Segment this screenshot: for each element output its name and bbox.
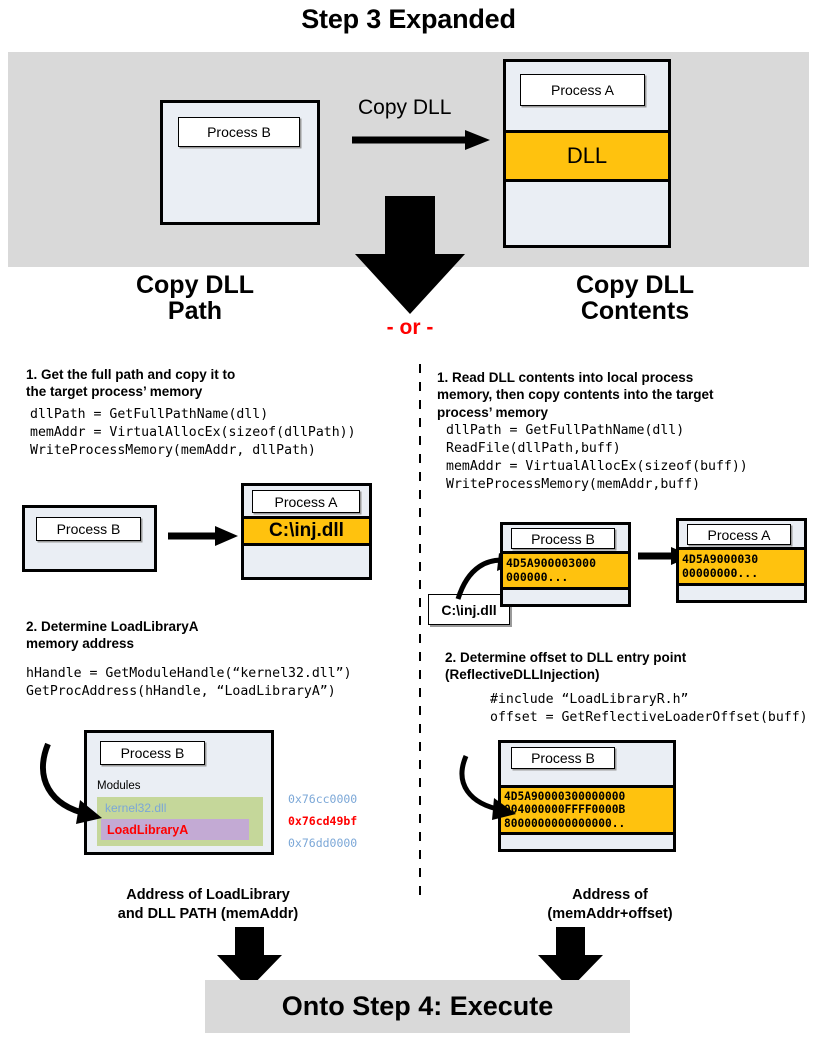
left-step1-code: dllPath = GetFullPathName(dll) memAddr =… (30, 407, 356, 458)
right-column-heading: Copy DLL Contents (470, 272, 800, 325)
right-step2-curved-arrow-icon (459, 755, 516, 820)
left-step1-dll-path-slice: C:\inj.dll (244, 516, 369, 543)
right-step2-hex-slice: 4D5A90000300000000 004000000FFFF0000B 80… (501, 785, 673, 832)
overview-process-b-box: Process B (160, 100, 320, 225)
left-step1-process-b-box: Process B (22, 505, 157, 572)
right-step2-title-line2: (ReflectiveDLLInjection) (445, 667, 600, 683)
right-step1-target-empty-slice (679, 583, 804, 600)
right-step1-title: 1. Read DLL contents into local process … (437, 369, 809, 421)
right-step2-hex: 4D5A90000300000000 004000000FFFF0000B 80… (504, 790, 626, 830)
overview-process-b-label: Process B (178, 117, 300, 147)
right-step1-title-line1: 1. Read DLL contents into local process (437, 370, 694, 385)
left-step2-title-line2: memory address (26, 636, 135, 652)
right-step1-process-a-label: Process A (687, 524, 791, 545)
left-step2-process-b-box: Process B Modules kernel32.dll LoadLibra… (84, 730, 274, 855)
right-step2-code: #include “LoadLibraryR.h” offset = GetRe… (490, 692, 808, 725)
left-step1-title: 1. Get the full path and copy it to the … (26, 366, 396, 401)
left-step1-process-a-label: Process A (252, 490, 360, 513)
right-outcome-down-arrow-icon (538, 927, 603, 989)
module-address-kernel32: 0x76cc0000 (288, 792, 358, 806)
dll-path-callout: C:\inj.dll (428, 594, 510, 625)
right-outcome-line1: Address of (572, 887, 648, 903)
right-step2-process-b-box: Process B 4D5A90000300000000 004000000FF… (498, 740, 676, 852)
branch-down-arrow-icon (355, 196, 465, 314)
left-outcome-line2: and DLL PATH (memAddr) (117, 905, 299, 922)
left-step1-process-a-box: Process A C:\inj.dll (241, 483, 372, 580)
left-step1-empty-slice (244, 543, 369, 574)
left-step2-title: 2. Determine LoadLibraryA memory address (26, 618, 396, 653)
right-step1-title-line3: process’ memory (437, 404, 549, 420)
right-step1-process-a-box: Process A 4D5A9000030 00000000... (676, 518, 807, 603)
right-step1-title-line2: memory, then copy contents into the targ… (437, 387, 714, 403)
right-step1-target-hex-slice: 4D5A9000030 00000000... (679, 547, 804, 583)
left-outcome-caption: Address of LoadLibrary and DLL PATH (mem… (38, 886, 378, 924)
column-divider (419, 364, 421, 900)
right-step1-source-hex: 4D5A900003000 000000... (506, 555, 597, 584)
right-heading-line2: Contents (580, 297, 690, 326)
right-step2-process-b-label: Process B (511, 747, 615, 769)
modules-header: Modules (97, 780, 141, 792)
page-title: Step 3 Expanded (301, 4, 516, 34)
right-step1-source-empty-slice (503, 587, 628, 604)
module-row-kernel32: kernel32.dll (105, 801, 167, 815)
right-step2-title-line1: 2. Determine offset to DLL entry point (445, 650, 687, 665)
right-step1-source-hex-slice: 4D5A900003000 000000... (503, 551, 628, 587)
left-step1-title-line1: 1. Get the full path and copy it to (26, 367, 236, 382)
copy-dll-arrow-icon (352, 130, 490, 150)
left-step1-title-line2: the target process’ memory (26, 384, 203, 400)
right-step1-target-hex: 4D5A9000030 00000000... (682, 551, 759, 580)
left-step2-code: hHandle = GetModuleHandle(“kernel32.dll”… (26, 666, 352, 699)
left-step1-process-b-label: Process B (36, 517, 141, 541)
left-step2-title-line1: 2. Determine LoadLibraryA (26, 619, 199, 634)
right-outcome-caption: Address of (memAddr+offset) (460, 886, 760, 924)
right-heading-line1: Copy DLL (575, 271, 695, 299)
left-step1-arrow-icon (168, 526, 238, 546)
right-step1-code: dllPath = GetFullPathName(dll) ReadFile(… (446, 423, 748, 492)
left-heading-line1: Copy DLL (135, 271, 255, 299)
right-step2-empty-slice (501, 832, 673, 849)
right-step2-title: 2. Determine offset to DLL entry point (… (445, 649, 817, 684)
left-column-heading: Copy DLL Path (30, 272, 360, 325)
left-outcome-line1: Address of LoadLibrary (126, 887, 290, 903)
right-step1-process-b-label: Process B (511, 528, 615, 549)
modules-list: kernel32.dll LoadLibraryA (97, 797, 263, 846)
left-step2-curved-arrow-icon (40, 742, 102, 824)
footer-band: Onto Step 4: Execute (205, 980, 630, 1033)
right-outcome-line2: (memAddr+offset) (547, 905, 673, 922)
module-row-loadlibrarya: LoadLibraryA (101, 819, 249, 840)
left-heading-line2: Path (167, 297, 223, 326)
overview-process-a-label: Process A (520, 74, 645, 106)
overview-empty-slice (506, 179, 668, 243)
module-address-end: 0x76dd0000 (288, 836, 358, 850)
module-loadlibrarya-label: LoadLibraryA (107, 822, 189, 837)
left-outcome-down-arrow-icon (217, 927, 282, 989)
right-step1-process-b-box: Process B 4D5A900003000 000000... (500, 522, 631, 607)
or-separator-label: - or - (386, 316, 434, 339)
left-step2-process-b-label: Process B (100, 741, 205, 765)
footer-label: Onto Step 4: Execute (281, 991, 554, 1021)
copy-dll-arrow-label: Copy DLL (358, 96, 452, 119)
overview-process-a-box: Process A DLL (503, 59, 671, 248)
overview-dll-slice: DLL (506, 130, 668, 179)
module-address-loadlibrarya: 0x76cd49bf (288, 814, 358, 828)
